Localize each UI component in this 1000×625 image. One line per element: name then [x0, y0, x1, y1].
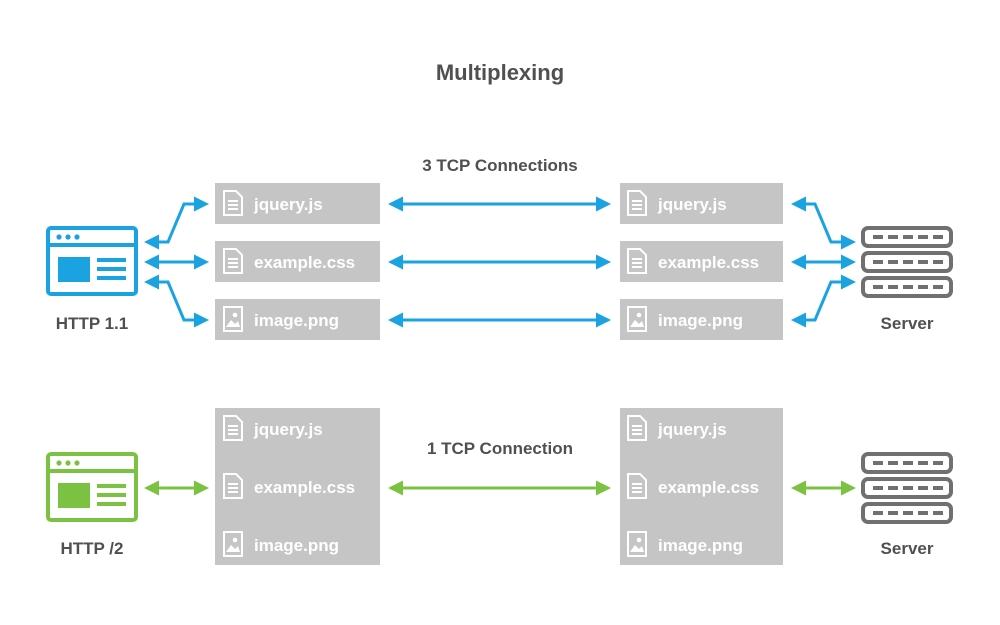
file-box: jquery.js [215, 183, 380, 224]
server-icon [861, 226, 953, 298]
http1-connections-label: 3 TCP Connections [422, 156, 578, 175]
server-icon [861, 452, 953, 524]
file-box: image.png [215, 299, 380, 340]
file-box: example.css [620, 241, 783, 282]
file-box: jquery.js [620, 183, 783, 224]
browser-icon [46, 226, 138, 296]
http2-connections-label: 1 TCP Connection [427, 439, 573, 458]
file-name: image.png [254, 536, 339, 555]
file-name: jquery.js [253, 420, 323, 439]
browser-icon [46, 452, 138, 522]
file-box: jquery.js example.css image.png [620, 408, 783, 565]
file-name: image.png [254, 311, 339, 330]
file-name: image.png [658, 311, 743, 330]
http2-client-label: HTTP /2 [61, 539, 124, 558]
diagram-title: Multiplexing [436, 60, 564, 85]
file-box: example.css [215, 241, 380, 282]
file-name: jquery.js [657, 195, 727, 214]
http2-server-label: Server [881, 539, 934, 558]
server-arrow [791, 196, 856, 250]
http1-client-label: HTTP 1.1 [56, 314, 128, 333]
file-name: jquery.js [657, 420, 727, 439]
file-name: example.css [254, 478, 355, 497]
file-name: example.css [254, 253, 355, 272]
file-name: example.css [658, 478, 759, 497]
server-arrow [791, 274, 856, 328]
file-name: jquery.js [253, 195, 323, 214]
client-arrow [144, 196, 209, 250]
file-box: jquery.js example.css image.png [215, 408, 380, 565]
client-arrow [144, 274, 209, 328]
file-box: image.png [620, 299, 783, 340]
file-name: example.css [658, 253, 759, 272]
http1-server-label: Server [881, 314, 934, 333]
file-name: image.png [658, 536, 743, 555]
